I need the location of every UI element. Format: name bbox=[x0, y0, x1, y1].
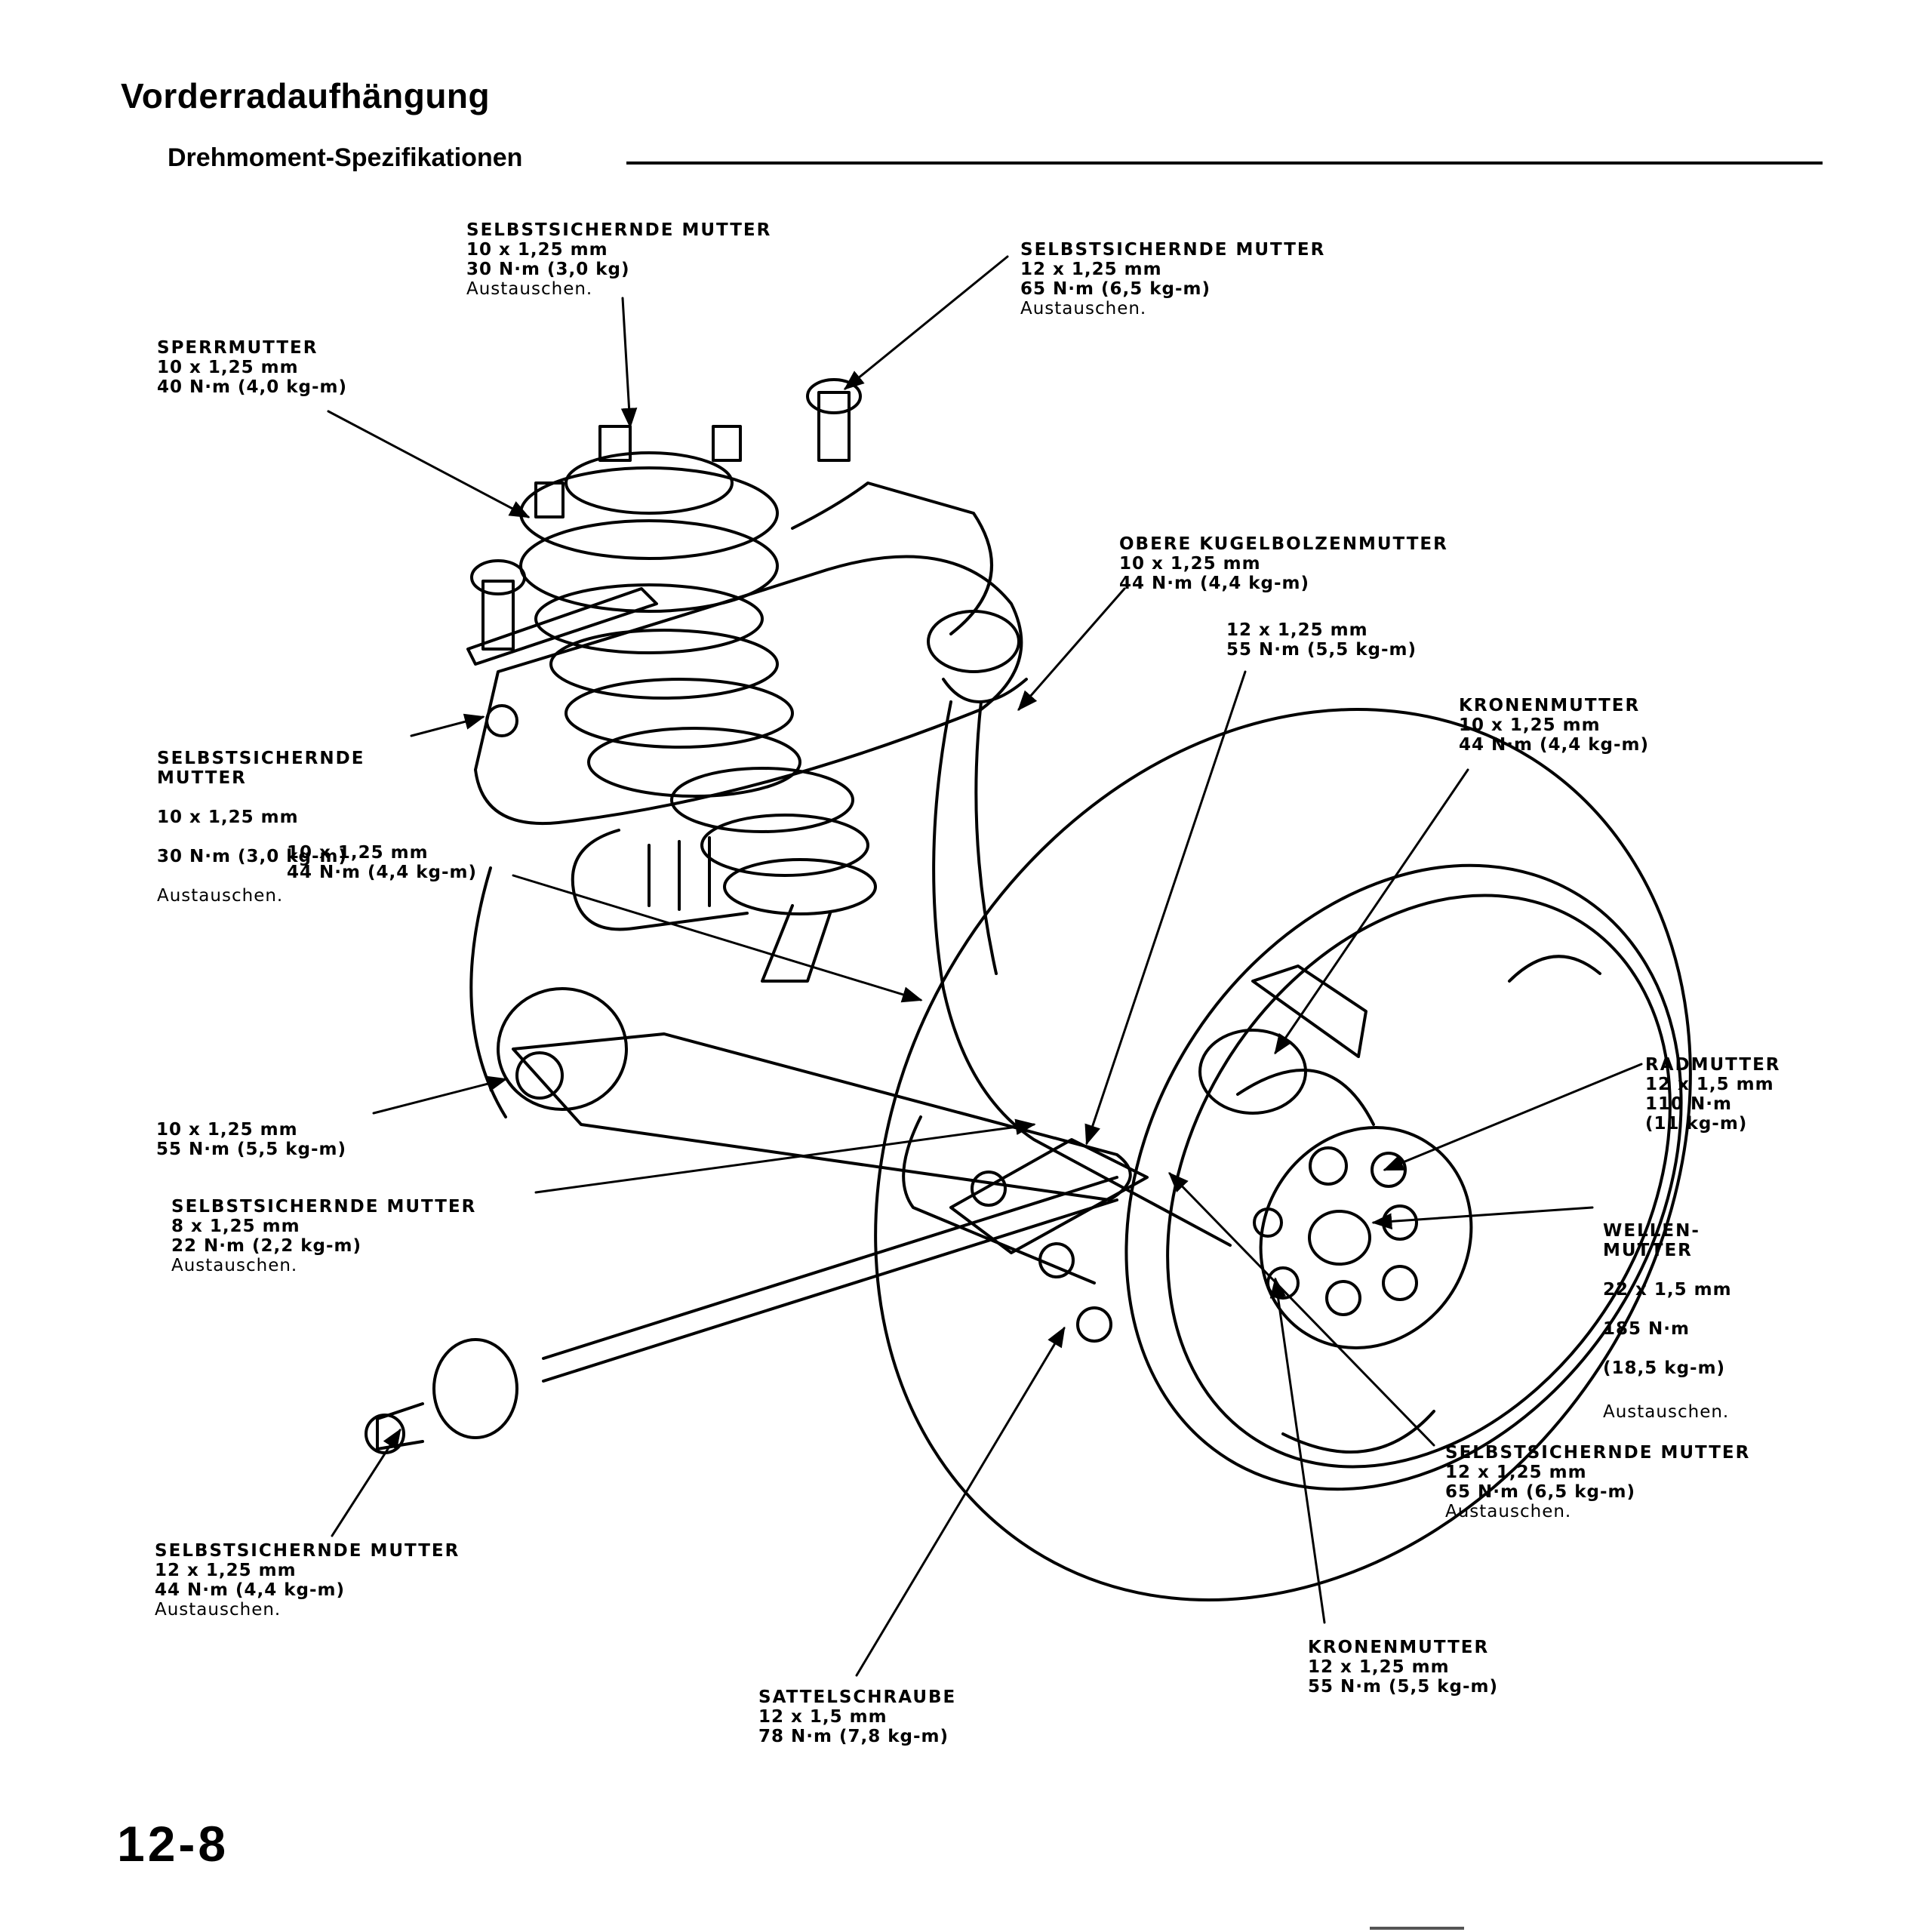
callout-name: SELBSTSICHERNDE MUTTER bbox=[171, 1197, 477, 1217]
steering-knuckle bbox=[902, 700, 1232, 1284]
callout-name: KRONENMUTTER bbox=[1459, 696, 1641, 715]
callout-name: SELBSTSICHERNDE MUTTER bbox=[1445, 1443, 1751, 1463]
callout-arm-self-locking-nut: SELBSTSICHERNDE MUTTER 10 x 1,25 mm 30 N… bbox=[157, 729, 365, 925]
callout-torque: 22 N·m (2,2 kg-m) bbox=[171, 1236, 362, 1256]
callout-size: 10 x 1,25 mm bbox=[1119, 554, 1261, 574]
callout-size: 10 x 1,25 mm bbox=[156, 1120, 298, 1140]
callout-name: SELBSTSICHERNDE MUTTER bbox=[1020, 240, 1326, 260]
callout-size: 12 x 1,5 mm bbox=[758, 1707, 888, 1727]
footer-mark bbox=[1370, 1927, 1464, 1930]
callout-name: RADMUTTER bbox=[1645, 1055, 1781, 1075]
callout-torque: 78 N·m (7,8 kg-m) bbox=[758, 1727, 949, 1746]
callout-note: Austauschen. bbox=[171, 1256, 298, 1275]
callout-torque: 55 N·m (5,5 kg-m) bbox=[1226, 640, 1417, 660]
callout-knuckle-self-locking-nut: SELBSTSICHERNDE MUTTER 12 x 1,25 mm 65 N… bbox=[1445, 1443, 1750, 1521]
callout-name: SELBSTSICHERNDE MUTTER bbox=[155, 1541, 460, 1561]
callout-torque: 110 N·m bbox=[1645, 1094, 1732, 1114]
callout-name: SPERRMUTTER bbox=[157, 338, 318, 358]
upper-mount-bolts bbox=[470, 378, 862, 651]
callout-torque-kgm: (18,5 kg-m) bbox=[1603, 1358, 1726, 1378]
callout-torque: 30 N·m (3,0 kg-m) bbox=[157, 847, 348, 866]
callout-castle-nut-upper: KRONENMUTTER 10 x 1,25 mm 44 N·m (4,4 kg… bbox=[1459, 696, 1649, 755]
stabilizer-link bbox=[949, 1138, 1149, 1343]
callout-torque: 55 N·m (5,5 kg-m) bbox=[1308, 1677, 1499, 1697]
callout-torque: 44 N·m (4,4 kg-m) bbox=[155, 1580, 346, 1600]
radius-rod bbox=[365, 1176, 1118, 1454]
callout-note: Austauschen. bbox=[1603, 1402, 1730, 1422]
callout-torque: 185 N·m bbox=[1603, 1319, 1690, 1339]
callout-size: 12 x 1,25 mm bbox=[1308, 1657, 1450, 1677]
callout-torque: 44 N·m (4,4 kg-m) bbox=[1459, 735, 1650, 755]
drive-shaft-boot bbox=[571, 829, 749, 931]
callout-size: 22 x 1,5 mm bbox=[1603, 1280, 1732, 1300]
callout-torque: 65 N·m (6,5 kg-m) bbox=[1445, 1482, 1636, 1502]
callout-size: 12 x 1,25 mm bbox=[1020, 260, 1162, 279]
section-title: Drehmoment-Spezifikationen bbox=[168, 143, 523, 172]
callout-torque: 55 N·m (5,5 kg-m) bbox=[156, 1140, 347, 1159]
callout-size: 10 x 1,25 mm bbox=[466, 240, 608, 260]
callout-wheel-nut: RADMUTTER 12 x 1,5 mm 110 N·m (11 kg-m) bbox=[1645, 1055, 1781, 1134]
callout-castle-nut-lower: KRONENMUTTER 12 x 1,25 mm 55 N·m (5,5 kg… bbox=[1308, 1638, 1498, 1697]
callout-upper-ball-joint-nut: OBERE KUGELBOLZENMUTTER 10 x 1,25 mm 44 … bbox=[1119, 534, 1448, 593]
callout-note: Austauschen. bbox=[155, 1600, 281, 1620]
callout-size: 8 x 1,25 mm bbox=[171, 1217, 300, 1236]
callout-note: Austauschen. bbox=[1020, 299, 1147, 318]
upper-control-arm bbox=[466, 481, 1028, 826]
coil-spring bbox=[519, 451, 877, 983]
tire bbox=[874, 708, 1692, 1601]
callout-spindle-nut: WELLEN- MUTTER 22 x 1,5 mm 185 N·m (18,5… bbox=[1603, 1201, 1732, 1441]
callout-bolt-12-55: 12 x 1,25 mm 55 N·m (5,5 kg-m) bbox=[1226, 620, 1417, 660]
callout-torque: 30 N·m (3,0 kg) bbox=[466, 260, 630, 279]
section-divider bbox=[626, 162, 1823, 165]
callout-size: 12 x 1,25 mm bbox=[1226, 620, 1368, 640]
callout-torque: 65 N·m (6,5 kg-m) bbox=[1020, 279, 1211, 299]
page-title: Vorderradaufhängung bbox=[121, 76, 491, 115]
callout-note: Austauschen. bbox=[466, 279, 593, 299]
callout-lock-nut: SPERRMUTTER 10 x 1,25 mm 40 N·m (4,0 kg-… bbox=[157, 338, 347, 397]
callout-size: 10 x 1,25 mm bbox=[1459, 715, 1601, 735]
callout-bolt-10-44: 10 x 1,25 mm 44 N·m (4,4 kg-m) bbox=[287, 843, 477, 882]
leader-lines bbox=[327, 255, 1643, 1677]
callout-size: 12 x 1,25 mm bbox=[155, 1561, 297, 1580]
callout-size: 12 x 1,5 mm bbox=[1645, 1075, 1774, 1094]
callout-torque-kgm: (11 kg-m) bbox=[1645, 1114, 1748, 1134]
callout-torque: 44 N·m (4,4 kg-m) bbox=[1119, 574, 1310, 593]
callout-radius-rod-self-locking-nut: SELBSTSICHERNDE MUTTER 12 x 1,25 mm 44 N… bbox=[155, 1541, 460, 1620]
callout-name: SATTELSCHRAUBE bbox=[758, 1687, 957, 1707]
callout-top-self-locking-nut: SELBSTSICHERNDE MUTTER 10 x 1,25 mm 30 N… bbox=[466, 220, 771, 299]
callout-size: 10 x 1,25 mm bbox=[157, 808, 299, 827]
callout-size: 10 x 1,25 mm bbox=[157, 358, 299, 377]
page-number: 12-8 bbox=[117, 1816, 229, 1872]
callout-torque: 40 N·m (4,0 kg-m) bbox=[157, 377, 348, 397]
callout-name: KRONENMUTTER bbox=[1308, 1638, 1490, 1657]
callout-name: SELBSTSICHERNDE MUTTER bbox=[466, 220, 772, 240]
callout-note: Austauschen. bbox=[1445, 1502, 1572, 1521]
callout-name: SELBSTSICHERNDE MUTTER bbox=[157, 749, 365, 788]
callout-note: Austauschen. bbox=[157, 886, 284, 906]
callout-name: OBERE KUGELBOLZENMUTTER bbox=[1119, 534, 1448, 554]
callout-size: 12 x 1,25 mm bbox=[1445, 1463, 1587, 1482]
callout-caliper-bolt: SATTELSCHRAUBE 12 x 1,5 mm 78 N·m (7,8 k… bbox=[758, 1687, 956, 1746]
callout-size: 10 x 1,25 mm bbox=[287, 843, 429, 863]
callout-torque: 44 N·m (4,4 kg-m) bbox=[287, 863, 478, 882]
callout-name: WELLEN- MUTTER bbox=[1603, 1221, 1700, 1260]
lower-control-arm bbox=[469, 866, 1132, 1201]
callout-upper-mount-self-locking-nut: SELBSTSICHERNDE MUTTER 12 x 1,25 mm 65 N… bbox=[1020, 240, 1325, 318]
wheel-hub bbox=[1198, 964, 1473, 1349]
callout-bolt-10-55: 10 x 1,25 mm 55 N·m (5,5 kg-m) bbox=[156, 1120, 346, 1159]
callout-stabilizer-self-locking-nut: SELBSTSICHERNDE MUTTER 8 x 1,25 mm 22 N·… bbox=[171, 1197, 476, 1275]
